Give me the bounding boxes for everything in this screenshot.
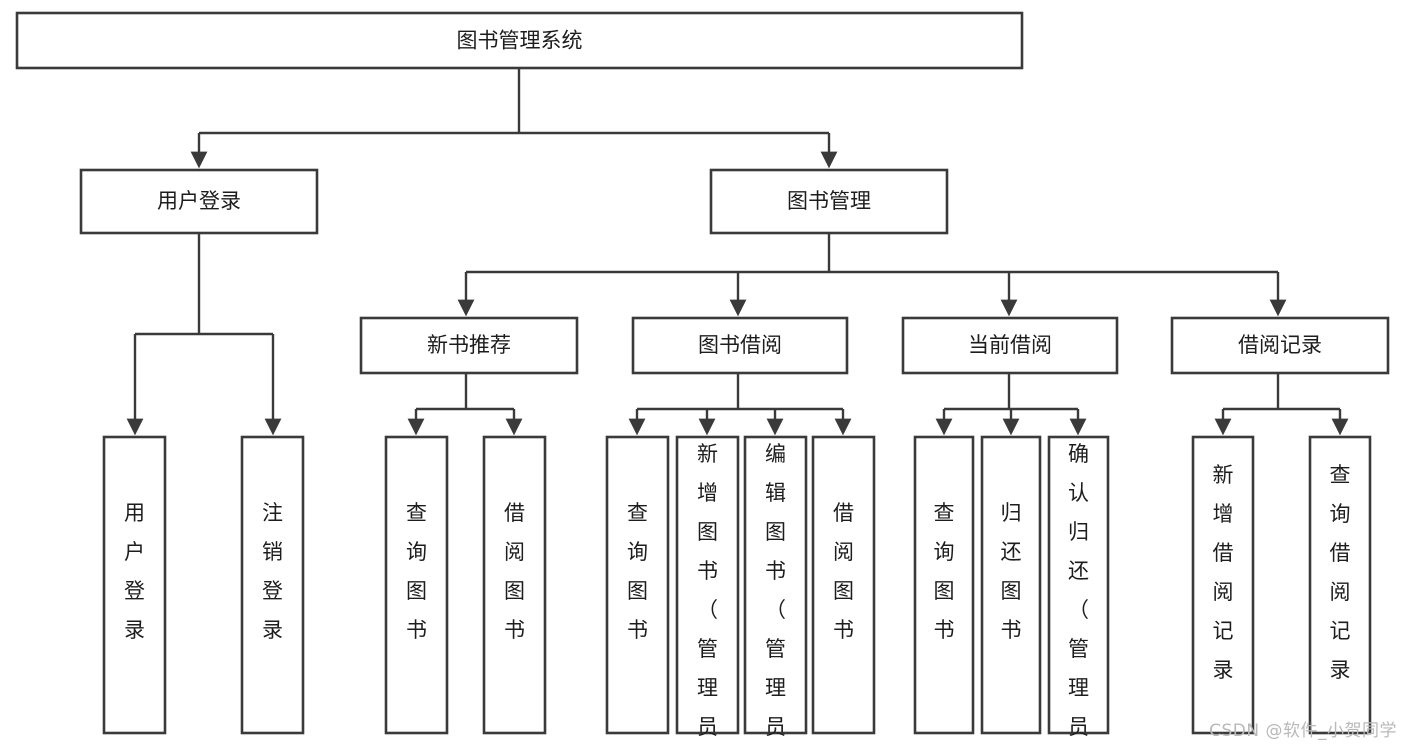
node-leaf-borrow-book-2-label: 借阅图书 [833,501,854,642]
node-leaf-add-book[interactable]: 新增图书（管理员） [675,435,740,747]
node-leaf-return-book-label: 归还图书 [1001,501,1022,642]
node-leaf-logout[interactable]: 注销登录 [240,435,305,735]
node-book-manage-box[interactable] [709,168,949,235]
node-leaf-return-book-box[interactable] [980,435,1042,735]
node-leaf-return-book[interactable]: 归还图书 [980,435,1042,735]
node-new-book-rec-label: 新书推荐 [427,333,511,357]
node-leaf-query-book-2-label: 查询图书 [627,501,648,642]
node-current-borrow-box[interactable] [901,316,1119,375]
node-leaf-logout-label: 注销登录 [262,501,283,642]
node-leaf-query-book-1-label: 查询图书 [406,501,427,642]
node-leaf-edit-book-label: 编辑图书（管理员） [765,442,786,747]
node-leaf-query-book-2-box[interactable] [605,435,670,735]
node-leaf-add-record-box[interactable] [1191,435,1255,735]
node-leaf-edit-book-box[interactable] [743,435,808,735]
node-root-box[interactable] [15,11,1024,70]
node-leaf-query-book-3-label: 查询图书 [934,501,955,642]
node-leaf-add-book-box[interactable] [675,435,740,735]
node-layer: 图书管理系统 用户登录 图书管理 新书推荐 图书借阅 [15,11,1390,747]
node-current-borrow-label: 当前借阅 [968,333,1052,357]
node-leaf-user-login-box[interactable] [102,435,167,735]
node-leaf-edit-book[interactable]: 编辑图书（管理员） [743,435,808,747]
node-root[interactable]: 图书管理系统 [15,11,1024,70]
node-leaf-user-login[interactable]: 用户登录 [102,435,167,735]
node-book-borrow-box[interactable] [631,316,849,375]
node-leaf-confirm-return-box[interactable] [1047,435,1110,735]
node-leaf-logout-box[interactable] [240,435,305,735]
node-user-login-box[interactable] [79,168,319,235]
connector-layer [126,68,1349,436]
node-new-book-rec-box[interactable] [359,316,579,375]
node-root-label: 图书管理系统 [457,29,583,53]
node-leaf-confirm-return[interactable]: 确认归还（管理员） [1047,435,1110,747]
node-new-book-rec[interactable]: 新书推荐 [359,316,579,375]
node-book-borrow[interactable]: 图书借阅 [631,316,849,375]
node-leaf-query-book-3-box[interactable] [913,435,975,735]
node-leaf-query-book-3[interactable]: 查询图书 [913,435,975,735]
node-leaf-confirm-return-label: 确认归还（管理员） [1068,442,1089,747]
node-leaf-add-record[interactable]: 新增借阅记录 [1191,435,1255,735]
node-borrow-record[interactable]: 借阅记录 [1170,316,1390,375]
node-leaf-query-record[interactable]: 查询借阅记录 [1308,435,1372,735]
node-borrow-record-label: 借阅记录 [1238,333,1322,357]
node-leaf-borrow-book-2[interactable]: 借阅图书 [811,435,876,735]
node-user-login[interactable]: 用户登录 [79,168,319,235]
node-leaf-borrow-book-1-label: 借阅图书 [504,501,525,642]
node-borrow-record-box[interactable] [1170,316,1390,375]
node-leaf-query-book-1[interactable]: 查询图书 [384,435,449,735]
node-leaf-add-record-label: 新增借阅记录 [1213,463,1234,682]
node-current-borrow[interactable]: 当前借阅 [901,316,1119,375]
node-leaf-add-book-label: 新增图书（管理员） [697,442,718,747]
node-leaf-query-book-1-box[interactable] [384,435,449,735]
csdn-watermark: CSDN @软件_小贺同学 [1209,721,1397,741]
node-leaf-borrow-book-1[interactable]: 借阅图书 [482,435,547,735]
node-leaf-borrow-book-2-box[interactable] [811,435,876,735]
node-leaf-query-book-2[interactable]: 查询图书 [605,435,670,735]
node-user-login-label: 用户登录 [157,189,241,213]
node-leaf-query-record-label: 查询借阅记录 [1330,463,1351,682]
node-book-borrow-label: 图书借阅 [698,333,782,357]
node-leaf-borrow-book-1-box[interactable] [482,435,547,735]
node-leaf-user-login-label: 用户登录 [124,501,145,642]
node-book-manage[interactable]: 图书管理 [709,168,949,235]
node-book-manage-label: 图书管理 [787,189,871,213]
node-leaf-query-record-box[interactable] [1308,435,1372,735]
